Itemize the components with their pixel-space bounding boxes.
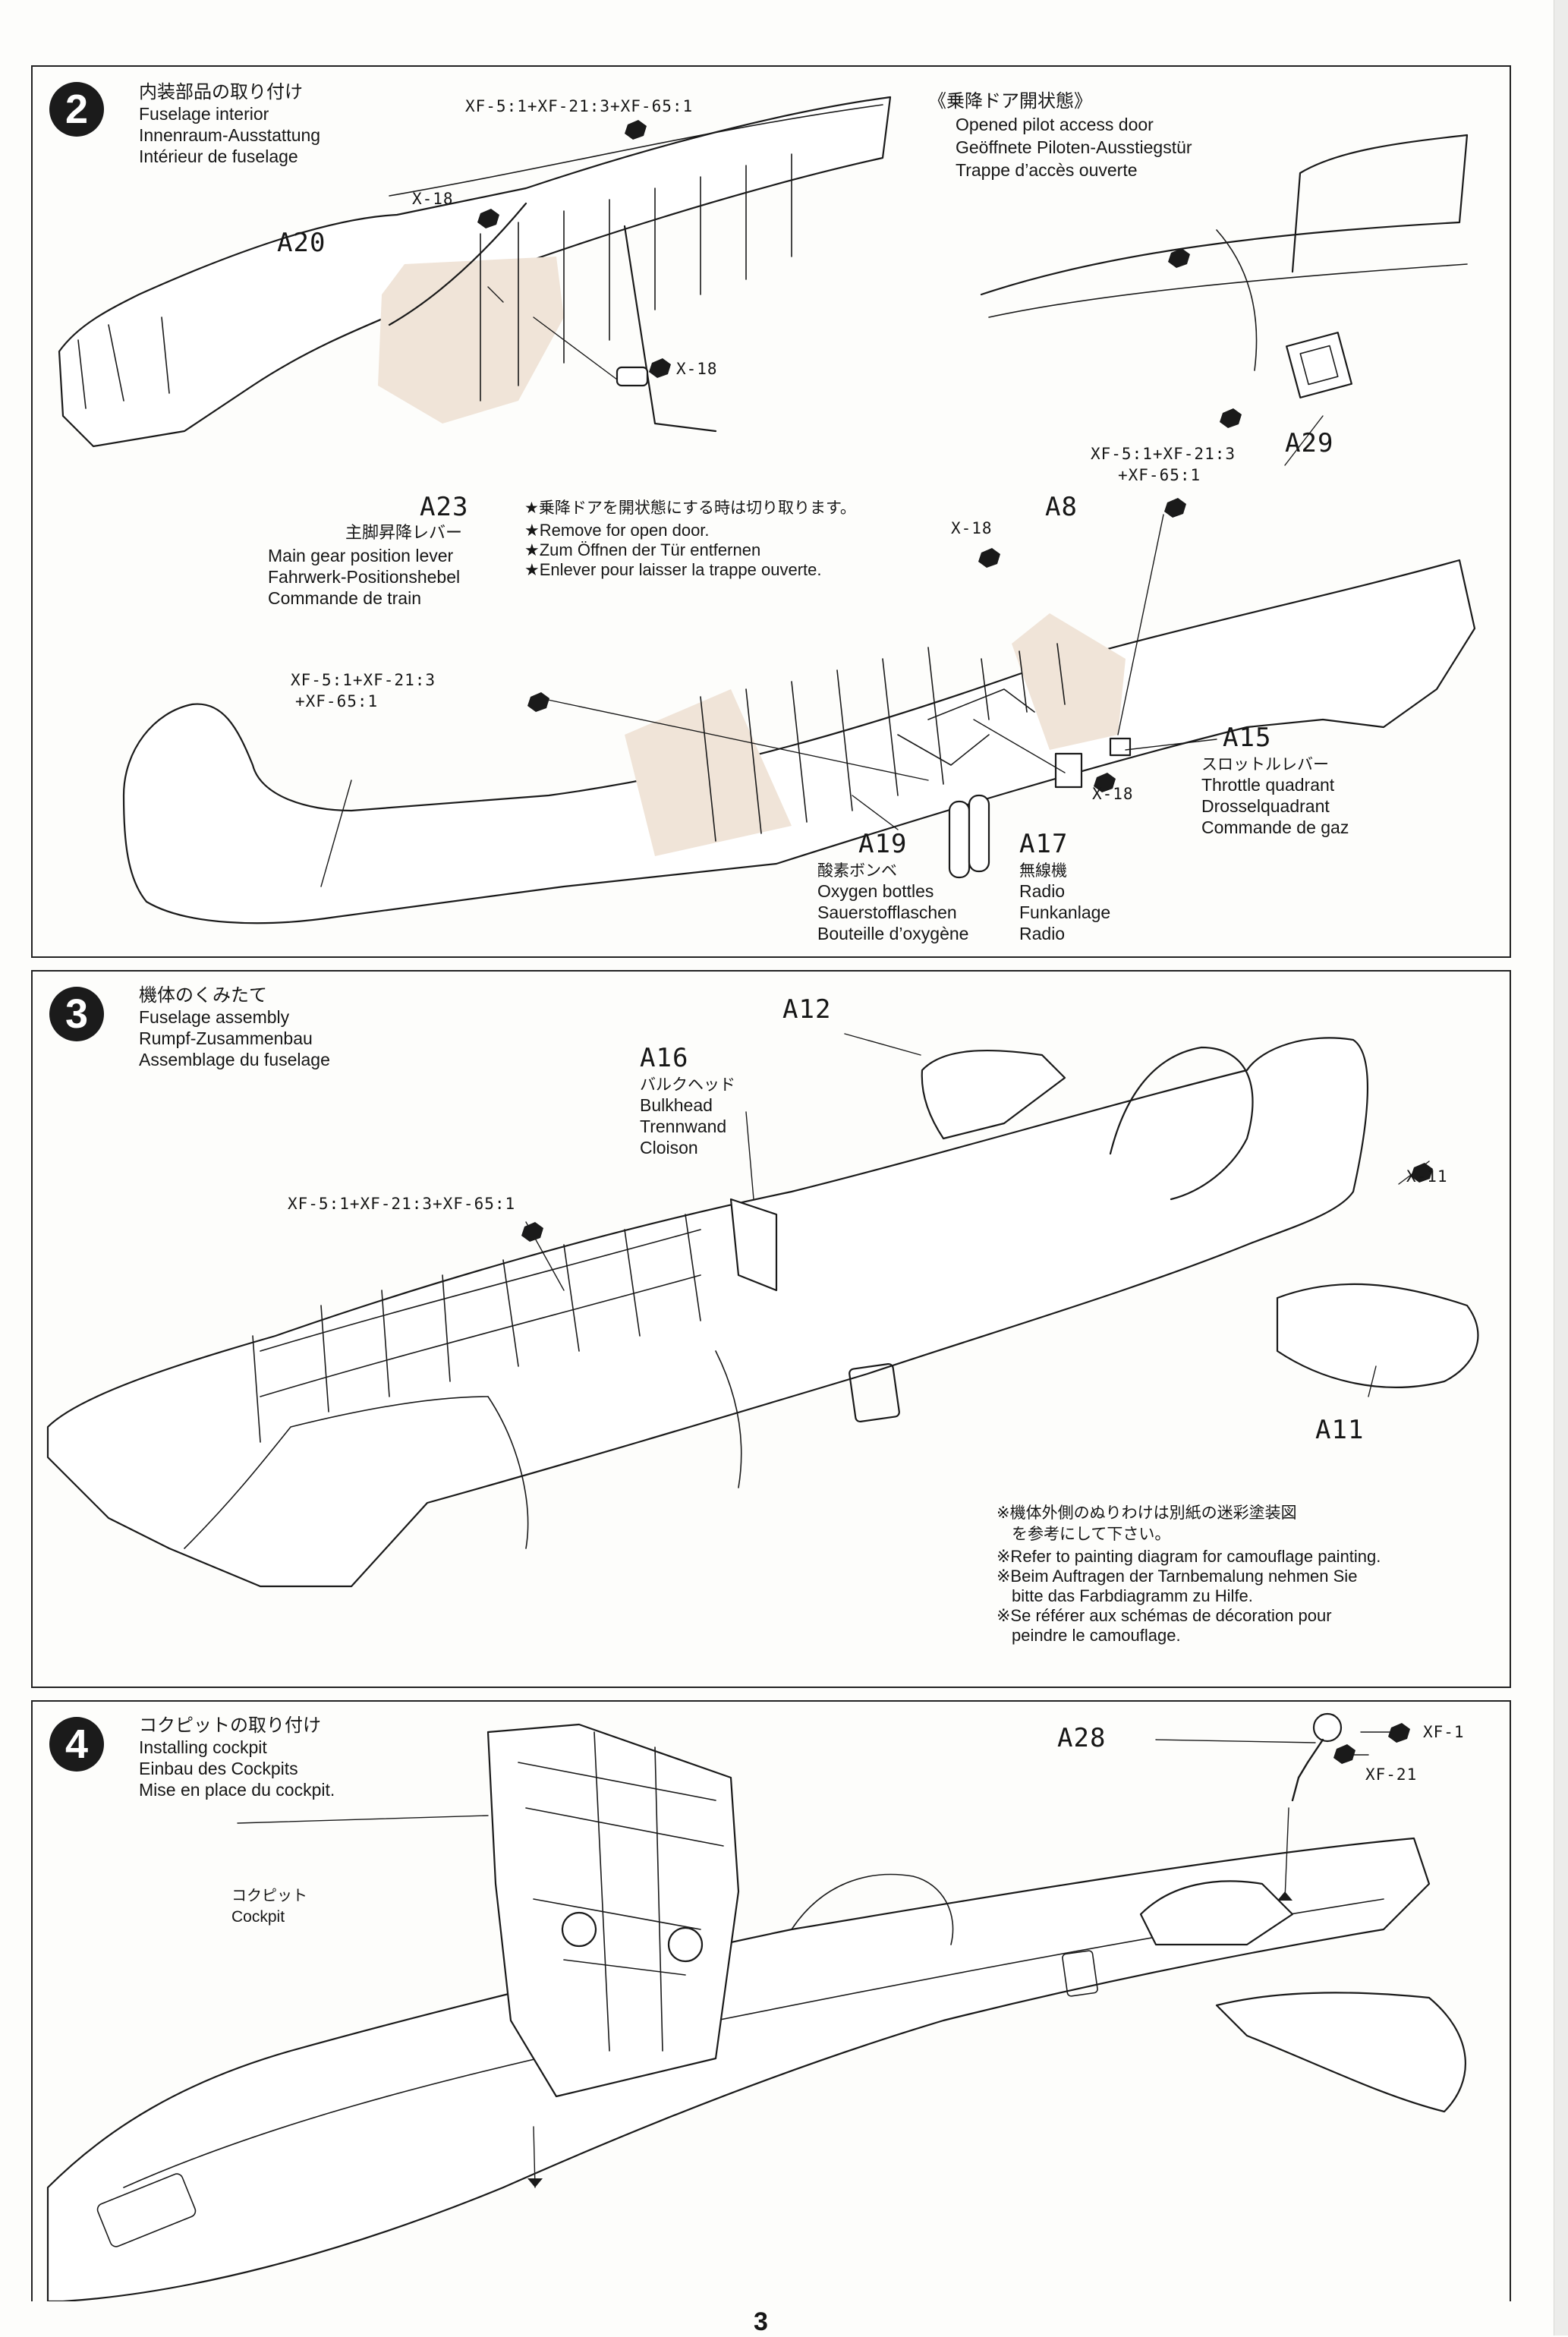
- a15-jp: スロットルレバー: [1201, 755, 1329, 773]
- x18-label-a: X-18: [412, 190, 454, 208]
- step-3-title-jp: 機体のくみたて: [139, 984, 267, 1006]
- x18-label-d: X-18: [1092, 785, 1134, 803]
- camo-note-jp-1: ※機体外側のぬりわけは別紙の迷彩塗装図: [997, 1504, 1297, 1522]
- part-a29: A29: [1285, 428, 1334, 458]
- a16-fr: Cloison: [640, 1138, 698, 1157]
- step-4-title-de: Einbau des Cockpits: [139, 1759, 298, 1778]
- xf21-label: XF-21: [1365, 1765, 1418, 1784]
- x11-label: X-11: [1406, 1167, 1448, 1186]
- step-4-title-jp: コクピットの取り付け: [139, 1715, 321, 1736]
- part-a23: A23: [420, 492, 469, 522]
- a15-en: Throttle quadrant: [1201, 775, 1335, 795]
- part-a16: A16: [640, 1043, 689, 1073]
- part-a19: A19: [858, 829, 908, 859]
- xf1-label: XF-1: [1423, 1723, 1465, 1741]
- a15-de: Drosselquadrant: [1201, 796, 1330, 816]
- step-3-title-en: Fuselage assembly: [139, 1007, 290, 1027]
- part-a17: A17: [1019, 829, 1069, 859]
- step-3-illustration: [46, 1033, 1479, 1588]
- remove-note-en: ★Remove for open door.: [524, 521, 710, 540]
- a23-en: Main gear position lever: [268, 546, 454, 565]
- camo-note-fr-2: peindre le camouflage.: [1012, 1626, 1181, 1645]
- page-edge: [1554, 0, 1568, 2335]
- step-4-title-fr: Mise en place du cockpit.: [139, 1780, 335, 1800]
- camo-note-fr-1: ※Se référer aux schémas de décoration po…: [997, 1606, 1332, 1625]
- part-a11: A11: [1315, 1415, 1365, 1445]
- step-2-illustration: [58, 96, 1476, 924]
- camo-note-de-2: bitte das Farbdiagramm zu Hilfe.: [1012, 1586, 1253, 1605]
- step-3-number: 3: [49, 987, 104, 1041]
- a23-fr: Commande de train: [268, 588, 421, 608]
- paint-mid-2: +XF-65:1: [1118, 466, 1201, 484]
- step-2-number: 2: [49, 82, 104, 137]
- a19-jp: 酸素ボンベ: [817, 861, 897, 880]
- door-fr: Trappe d’accès ouverte: [956, 160, 1138, 180]
- step-4-illustration: [46, 1712, 1466, 2301]
- paint-left-1: XF-5:1+XF-21:3: [291, 671, 436, 689]
- remove-note-jp: ★乗降ドアを開状態にする時は切り取ります。: [524, 499, 856, 517]
- camo-note-en: ※Refer to painting diagram for camouflag…: [997, 1547, 1381, 1566]
- paint-mid-1: XF-5:1+XF-21:3: [1091, 445, 1236, 463]
- a19-de: Sauerstofflaschen: [817, 902, 957, 922]
- step-3-title-fr: Assemblage du fuselage: [139, 1050, 330, 1069]
- step-4-panel: 4 コクピットの取り付け Installing cockpit Einbau d…: [31, 1700, 1511, 2301]
- a19-en: Oxygen bottles: [817, 881, 934, 901]
- step-2-title-fr: Intérieur de fuselage: [139, 146, 298, 166]
- door-de: Geöffnete Piloten-Ausstiegstür: [956, 137, 1192, 157]
- cockpit-label-jp: コクピット: [231, 1886, 307, 1904]
- a15-fr: Commande de gaz: [1201, 817, 1349, 837]
- step-3-paint: XF-5:1+XF-21:3+XF-65:1: [288, 1195, 516, 1213]
- step-4-title-en: Installing cockpit: [139, 1737, 267, 1757]
- step-2-title-de: Innenraum-Ausstattung: [139, 125, 321, 145]
- part-a20: A20: [277, 228, 326, 258]
- a23-de: Fahrwerk-Positionshebel: [268, 567, 461, 587]
- remove-note-fr: ★Enlever pour laisser la trappe ouverte.: [524, 560, 822, 579]
- remove-note-de: ★Zum Öffnen der Tür entfernen: [524, 540, 761, 559]
- x18-label-c: X-18: [951, 519, 993, 537]
- a16-jp: バルクヘッド: [640, 1076, 735, 1094]
- step-4-number: 4: [49, 1717, 104, 1772]
- a17-fr: Radio: [1019, 924, 1066, 943]
- step-2-title-jp: 内装部品の取り付け: [139, 81, 303, 102]
- step-3-title-de: Rumpf-Zusammenbau: [139, 1028, 313, 1048]
- cockpit-label-en: Cockpit: [231, 1908, 285, 1926]
- part-a8: A8: [1045, 492, 1078, 522]
- door-en: Opened pilot access door: [956, 115, 1154, 134]
- page-number: 3: [754, 2307, 768, 2336]
- step-2-panel: 2 内装部品の取り付け Fuselage interior Innenraum-…: [31, 65, 1511, 958]
- x18-label-b: X-18: [676, 360, 718, 378]
- door-title-jp: 《乗降ドア開状態》: [928, 90, 1092, 112]
- paint-top: XF-5:1+XF-21:3+XF-65:1: [465, 97, 694, 115]
- part-a28: A28: [1057, 1723, 1107, 1753]
- a19-fr: Bouteille d’oxygène: [817, 924, 969, 943]
- a17-jp: 無線機: [1019, 861, 1067, 880]
- camo-note-jp-2: を参考にして下さい。: [1012, 1525, 1171, 1543]
- camo-note-de-1: ※Beim Auftragen der Tarnbemalung nehmen …: [997, 1567, 1358, 1586]
- step-3-panel: 3 機体のくみたて Fuselage assembly Rumpf-Zusamm…: [31, 970, 1511, 1688]
- a23-jp: 主脚昇降レバー: [345, 524, 463, 543]
- paint-left-2: +XF-65:1: [295, 692, 379, 710]
- a16-de: Trennwand: [640, 1117, 727, 1136]
- part-a15: A15: [1223, 723, 1272, 753]
- a17-en: Radio: [1019, 881, 1066, 901]
- a16-en: Bulkhead: [640, 1095, 713, 1115]
- step-2-title-en: Fuselage interior: [139, 104, 269, 124]
- a17-de: Funkanlage: [1019, 902, 1111, 922]
- part-a12: A12: [782, 994, 832, 1025]
